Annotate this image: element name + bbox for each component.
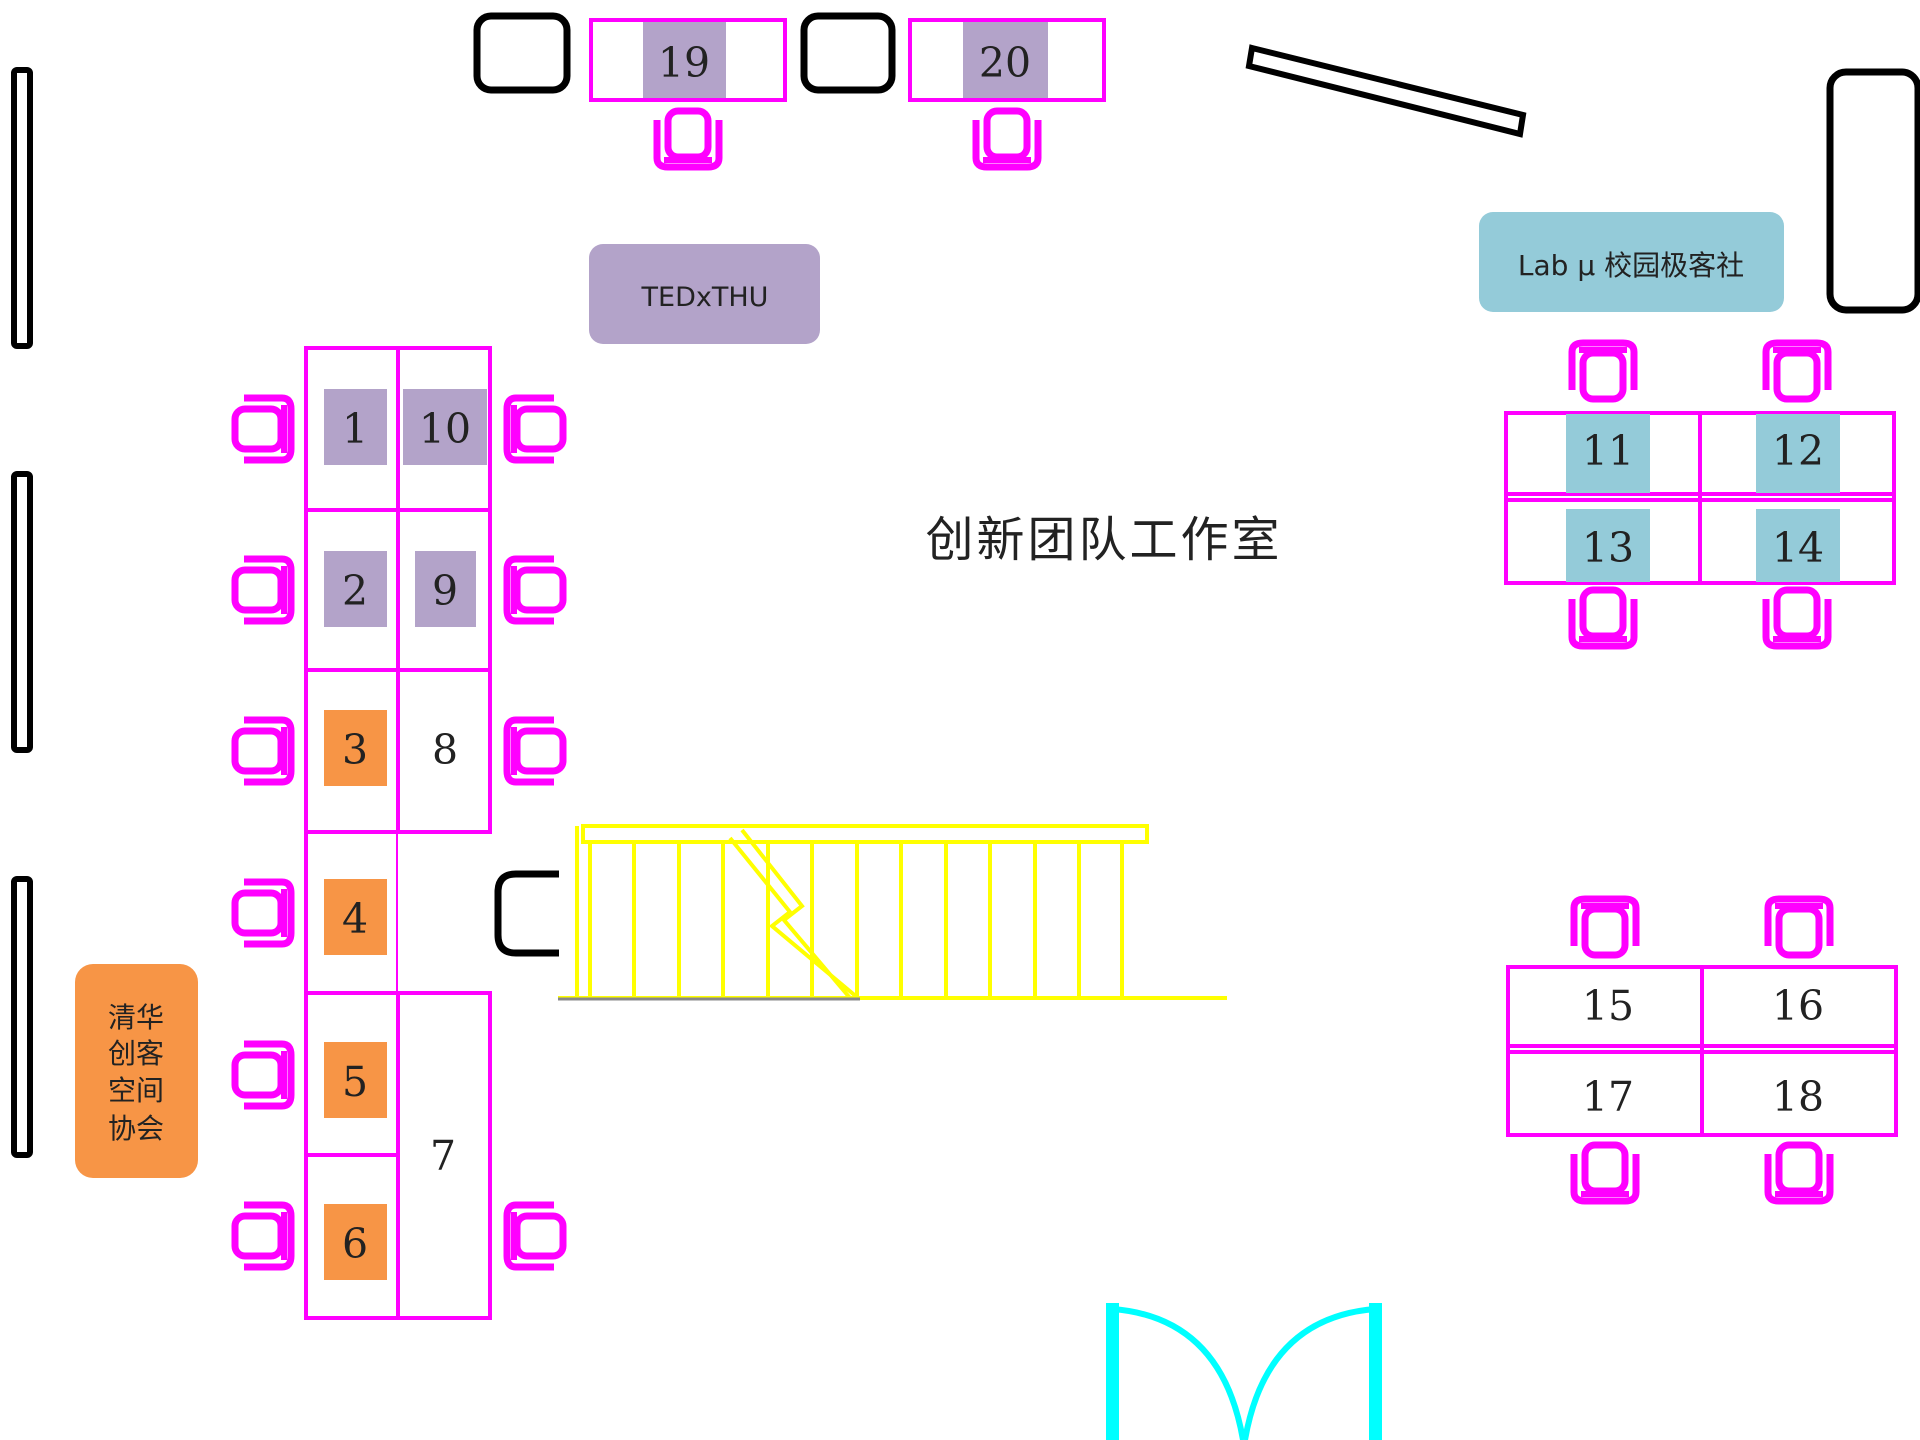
desk-18[interactable]: 18 — [1772, 1073, 1824, 1121]
desk-19-label: 19 — [658, 39, 710, 87]
desk-6[interactable]: 6 — [324, 1204, 387, 1280]
chair-desk-16 — [1768, 899, 1830, 955]
chair-desk-7 — [507, 1205, 563, 1267]
desk-15[interactable]: 15 — [1582, 982, 1634, 1030]
chair-desk-20 — [976, 111, 1038, 167]
desk-11[interactable]: 11 — [1566, 414, 1650, 493]
desk-5-label: 5 — [342, 1058, 368, 1106]
chair-desk-9 — [507, 559, 563, 621]
diagonal-bench — [1245, 44, 1527, 138]
svg-text:创客: 创客 — [108, 1037, 164, 1070]
desk-13-label: 13 — [1582, 524, 1634, 572]
desk-18-label: 18 — [1772, 1073, 1824, 1121]
chair-desk-14 — [1766, 590, 1828, 646]
desk-16-label: 16 — [1772, 982, 1824, 1030]
desk-10-label: 10 — [419, 405, 471, 453]
chair-desk-1 — [235, 398, 291, 460]
left-wall-window-2 — [11, 471, 33, 753]
svg-text:空间: 空间 — [108, 1074, 164, 1107]
room-title: 创新团队工作室 — [925, 512, 1282, 568]
desk-7-label: 7 — [430, 1132, 456, 1180]
svg-text:TEDxTHU: TEDxTHU — [641, 282, 769, 313]
desk-1[interactable]: 1 — [324, 389, 387, 465]
desk-1-label: 1 — [342, 405, 368, 453]
desk-9[interactable]: 9 — [415, 551, 476, 627]
left-wall-window-1 — [11, 67, 33, 349]
right-cabinet — [1826, 68, 1920, 314]
desk-20-label: 20 — [979, 39, 1031, 87]
svg-text:清华: 清华 — [108, 1001, 164, 1034]
desk-19[interactable]: 19 — [589, 18, 787, 102]
desk-14[interactable]: 14 — [1756, 509, 1840, 582]
desk-17-label: 17 — [1582, 1073, 1634, 1121]
chair-desk-2 — [235, 559, 291, 621]
desk-9-label: 9 — [432, 567, 458, 615]
chair-desk-10 — [507, 398, 563, 460]
desk-2-label: 2 — [342, 567, 368, 615]
desk-4-label: 4 — [342, 895, 368, 943]
chair-desk-18 — [1768, 1145, 1830, 1201]
stool-top-left — [473, 12, 571, 94]
right-desk-cluster-lower — [1506, 965, 1898, 1137]
chair-desk-8 — [507, 720, 563, 782]
stool-top-middle — [800, 12, 896, 94]
svg-text:Lab μ 校园极客社: Lab μ 校园极客社 — [1518, 249, 1744, 282]
entrance-door — [1106, 1303, 1382, 1440]
chair-desk-15 — [1574, 899, 1636, 955]
desk-10[interactable]: 10 — [403, 389, 487, 465]
maker-space-label: 清华 创客 空间 协会 — [75, 964, 198, 1178]
svg-text:协会: 协会 — [108, 1112, 164, 1145]
stool-near-stairs — [494, 870, 559, 957]
chair-desk-11 — [1572, 343, 1634, 399]
left-wall-window-3 — [11, 876, 33, 1158]
chair-desk-6 — [235, 1205, 291, 1267]
chair-desk-12 — [1766, 343, 1828, 399]
desk-2[interactable]: 2 — [324, 551, 387, 627]
desk-11-label: 11 — [1582, 427, 1634, 475]
chair-desk-4 — [235, 882, 291, 944]
labmu-label: Lab μ 校园极客社 — [1479, 212, 1784, 312]
desk-16[interactable]: 16 — [1772, 982, 1824, 1030]
desk-4[interactable]: 4 — [324, 879, 387, 955]
desk-17[interactable]: 17 — [1582, 1073, 1634, 1121]
desk-5[interactable]: 5 — [324, 1042, 387, 1118]
desk-12[interactable]: 12 — [1756, 414, 1840, 493]
desk-15-label: 15 — [1582, 982, 1634, 1030]
chair-desk-5 — [235, 1044, 291, 1106]
desk-20[interactable]: 20 — [908, 18, 1106, 102]
desk-3-label: 3 — [342, 726, 368, 774]
chair-desk-17 — [1574, 1145, 1636, 1201]
chair-desk-13 — [1572, 590, 1634, 646]
desk-8[interactable]: 8 — [432, 726, 458, 774]
chair-desk-19 — [657, 111, 719, 167]
tedx-label: TEDxTHU — [589, 244, 820, 344]
desk-7[interactable]: 7 — [430, 1132, 456, 1180]
desk-12-label: 12 — [1772, 427, 1824, 475]
right-desk-cluster-upper — [1504, 411, 1896, 585]
desk-6-label: 6 — [342, 1220, 368, 1268]
desk-13[interactable]: 13 — [1566, 509, 1650, 582]
left-desk-cluster — [304, 346, 494, 1320]
desk-8-label: 8 — [432, 726, 458, 774]
desk-3[interactable]: 3 — [324, 710, 387, 786]
desk-14-label: 14 — [1772, 524, 1824, 572]
staircase — [558, 824, 1227, 1000]
chair-desk-3 — [235, 720, 291, 782]
